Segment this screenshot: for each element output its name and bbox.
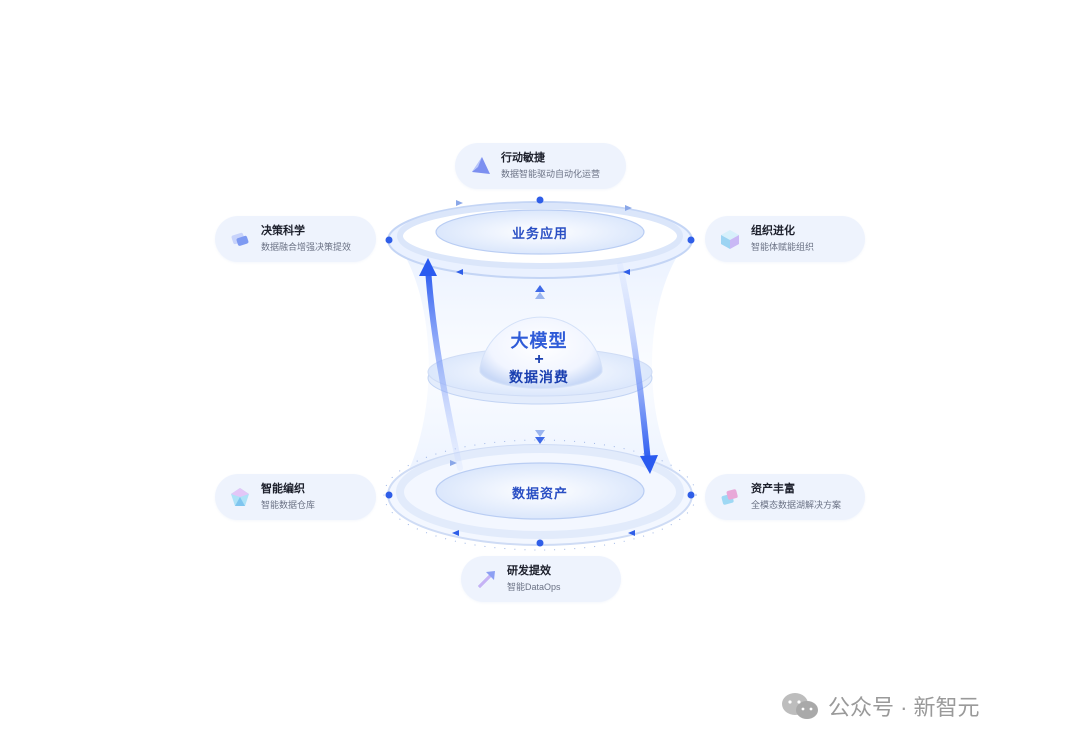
ring-node-left xyxy=(385,491,393,499)
ring-node-bottom xyxy=(536,539,544,547)
cube-stack-icon xyxy=(229,228,251,250)
card-subtitle: 智能体赋能组织 xyxy=(751,242,815,253)
watermark-text: 公众号 · 新智元 xyxy=(828,695,980,720)
card-subtitle: 数据融合增强决策提效 xyxy=(261,242,352,253)
top-ring-label: 业务应用 xyxy=(511,226,568,241)
middle-disc xyxy=(427,316,653,405)
gem-icon xyxy=(229,486,251,508)
center-line-3: 数据消费 xyxy=(509,369,569,385)
top-ring xyxy=(385,196,695,279)
card-subtitle: 智能DataOps xyxy=(507,582,561,593)
downward-flow-arrow xyxy=(617,262,651,465)
center-label: 大模型 + 数据消费 xyxy=(480,327,598,387)
card-decision-science: 决策科学 数据融合增强决策提效 xyxy=(215,216,376,262)
card-title: 组织进化 xyxy=(751,225,795,237)
pyramid-icon xyxy=(469,155,491,177)
up-chevron xyxy=(535,292,545,299)
card-title: 行动敏捷 xyxy=(501,152,545,164)
card-title: 研发提效 xyxy=(507,565,551,577)
card-title: 决策科学 xyxy=(261,225,305,237)
center-line-1: 大模型 xyxy=(510,331,568,351)
layers-icon xyxy=(719,486,741,508)
ring-node-right xyxy=(687,236,695,244)
up-chevron xyxy=(535,285,545,292)
down-chevron xyxy=(535,437,545,444)
bottom-ring-label: 数据资产 xyxy=(511,486,568,501)
card-title: 智能编织 xyxy=(261,483,305,495)
bottom-ring xyxy=(383,439,697,551)
ring-node-left xyxy=(385,236,393,244)
card-smart-weaving: 智能编织 智能数据仓库 xyxy=(215,474,376,520)
downward-flow-arrowhead xyxy=(640,455,658,474)
card-rich-assets: 资产丰富 全模态数据湖解决方案 xyxy=(705,474,865,520)
wechat-icon xyxy=(780,691,820,721)
cube-icon xyxy=(719,228,741,250)
card-subtitle: 智能数据仓库 xyxy=(261,500,316,511)
upward-flow-arrowhead xyxy=(419,258,437,276)
card-subtitle: 数据智能驱动自动化运营 xyxy=(501,169,601,180)
ring-node-top xyxy=(536,196,544,204)
card-subtitle: 全模态数据湖解决方案 xyxy=(751,500,842,511)
watermark: 公众号 · 新智元 xyxy=(780,690,980,722)
card-action-agility: 行动敏捷 数据智能驱动自动化运营 xyxy=(455,143,626,189)
card-dev-efficiency: 研发提效 智能DataOps xyxy=(461,556,621,602)
center-line-2: + xyxy=(534,351,544,368)
rising-arrow-icon xyxy=(475,568,497,590)
upward-flow-arrow xyxy=(425,265,463,471)
card-org-evolution: 组织进化 智能体赋能组织 xyxy=(705,216,865,262)
card-title: 资产丰富 xyxy=(751,483,795,495)
ring-node-right xyxy=(687,491,695,499)
down-chevron xyxy=(535,430,545,437)
